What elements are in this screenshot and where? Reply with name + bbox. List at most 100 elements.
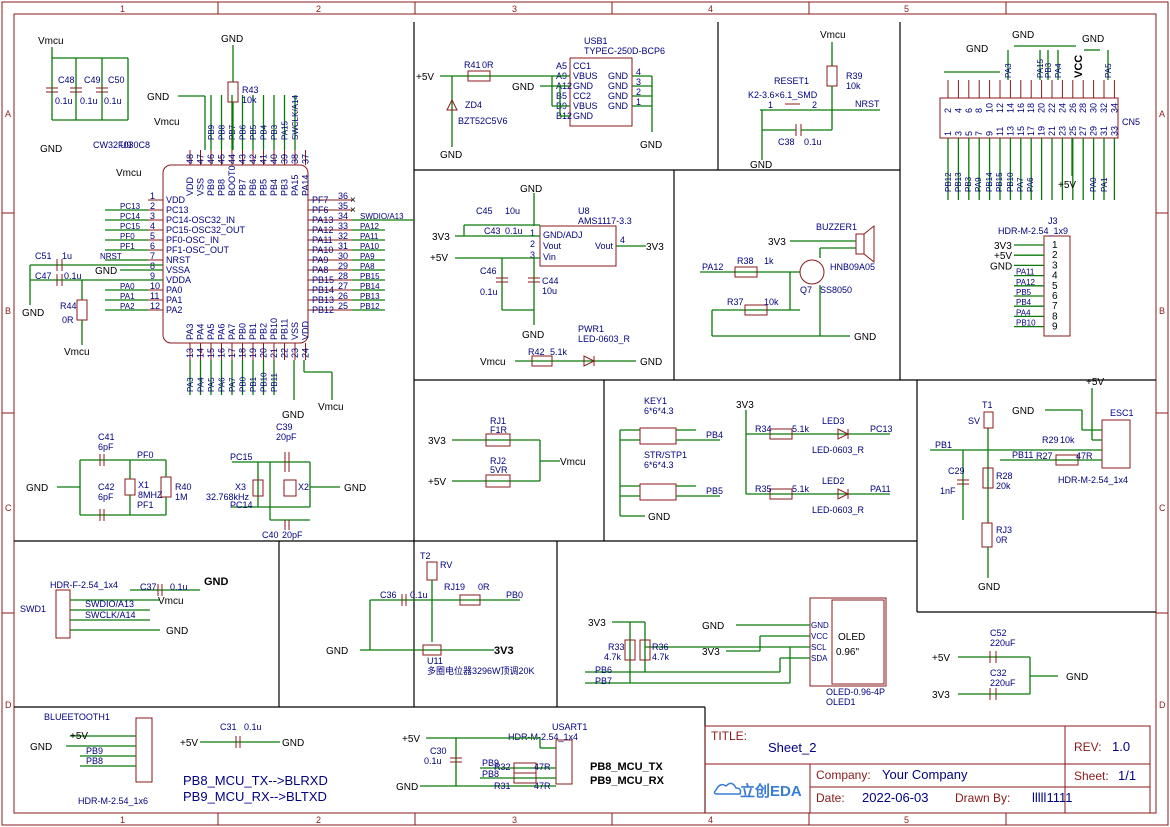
usart-body[interactable] [555,739,573,785]
gnd-label-usart: GND [396,782,418,793]
cn5-pin-num: 33 [1109,126,1119,136]
v5-label-usb: +5V [416,72,434,83]
vmcu-label-reset: Vmcu [820,30,846,41]
cn5-net-label: PA15 [1036,58,1045,78]
c31-ref: C31 [220,722,237,732]
j3-pin-num: 6 [1052,291,1058,302]
j3-pin-num: 4 [1052,271,1058,282]
mcu-net-label: SWDIO/A13 [360,212,404,221]
cn5-pin-num: 28 [1078,103,1088,113]
r37-val: 10k [764,297,779,307]
usart-net-pb9: PB9 [482,758,499,768]
buzzer-part: HNB09A05 [830,262,875,272]
mcu-body[interactable] [162,164,309,344]
mcu-net-label: PA11 [360,232,379,241]
j3-net-label: GND [990,261,1012,272]
usart-note-tx: PB8_MCU_TX [590,761,663,773]
ldo-pin2-name: Vout [543,241,562,251]
usb-body[interactable] [569,57,633,127]
mcu-pin-num: 30 [338,251,348,261]
mcu-pin-name: PA11 [312,235,333,245]
row-label-B: B [5,306,11,316]
c43-val: 0.1u [505,226,523,236]
oled-pin-scl: SCL [811,643,827,652]
rj19-ref: RJ19 [444,582,465,592]
mcu-pin-name: PB12 [312,305,334,315]
cn5-net-label: PA7 [1016,177,1025,192]
gnd-label-cn5-b: GND [1012,30,1034,41]
x3-val: 32.768kHz [206,492,250,502]
mcu-pin-name: PB4 [269,179,279,196]
mcu-pin-name: PB2 [259,323,269,340]
gnd-label-pwr: GND [640,357,662,368]
gnd-label-vss: GND [147,92,169,103]
cn5-pin-num: 27 [1078,126,1088,136]
ldo-pin2-num: 2 [530,239,535,249]
gnd-label-ldo-bottom: GND [522,330,544,341]
bt-body[interactable] [135,717,153,783]
sheet-value: 1/1 [1118,768,1136,783]
r44-ref: R44 [60,301,77,311]
drawn-label: Drawn By: [955,791,1010,805]
cn5-pin-num: 9 [985,131,995,136]
reset-pin2: 2 [812,100,817,110]
cn5-pin-num: 16 [1016,103,1026,113]
no-connect-icon: × [350,205,356,216]
c38-val: 0.1u [804,137,822,147]
key2-val: 6*6*4.3 [644,460,674,470]
mcu-pin-name: VDDA [166,275,191,285]
r43-ref: R43 [242,85,259,95]
oled-body[interactable] [809,597,887,687]
c51-ref: C51 [35,251,52,261]
gnd-label-usb-shell: GND [640,140,662,151]
esc-body[interactable] [1101,419,1131,469]
j3-part: HDR-M-2.54_1x9 [998,226,1068,236]
gnd-label-decoupling: GND [40,144,62,155]
mcu-net-label: PB6 [239,124,248,140]
mcu-net-label: PA1 [120,292,135,301]
mcu-pin-name: PA5 [206,324,216,340]
x3-ref: X3 [235,482,246,492]
c42-ref: C42 [98,482,115,492]
mcu-pin-name: PA14 [301,175,311,196]
c52-val: 220uF [990,638,1016,648]
v5-label-ldo: +5V [430,253,448,264]
swd-part: HDR-F-2.54_1x4 [50,580,118,590]
usb-shell-name: GND [608,101,629,111]
mcu-pin-name: PB8 [217,179,227,196]
mcu-pin-name: PB9 [206,179,216,196]
bt-note-tx: PB8_MCU_TX-->BLRXD [183,773,328,788]
mcu-pin-num: 42 [248,154,258,164]
mcu-pin-num: 23 [290,348,300,358]
mcu-pin-num: 21 [269,348,279,358]
led-wires [745,410,890,500]
buzzer-wires [700,224,875,337]
r27-val: 47R [1076,451,1093,461]
logo-text: 立创EDA [740,782,802,800]
cn5-ref: CN5 [1122,117,1140,127]
cn5-pin-num: 12 [995,103,1005,113]
cn5-body[interactable] [939,97,1119,139]
mcu-pin-num: 1 [150,191,155,201]
bt-net-5v: +5V [70,731,88,742]
t1-ref: T1 [982,400,993,410]
row-label-D: D [5,700,12,710]
esc-part: HDR-M-2.54_1x4 [1058,475,1128,485]
col-label-5-bottom: 5 [904,815,909,825]
v33-label-buzzer: 3V3 [768,237,786,248]
usb-pin-num: A5 [556,61,567,71]
gnd-label-vssa: GND [95,266,117,277]
v5-label-bulk: +5V [932,653,950,664]
mcu-pin-name: PA4 [196,324,206,340]
cn5-pin-num: 2 [943,108,953,113]
r28-val: 20k [996,481,1011,491]
mcu-pin-num: 32 [338,231,348,241]
r40-ref: R40 [175,482,192,492]
mcu-pin-num: 5 [150,231,155,241]
swd-body[interactable] [55,589,71,639]
mcu-pin-num: 14 [196,348,206,358]
oled-part: OLED-0.96-4P [826,687,885,697]
mcu-net-label: PB10 [260,372,269,392]
mcu-pin-name: BOOT0 [227,165,237,196]
c49-ref: C49 [84,75,101,85]
